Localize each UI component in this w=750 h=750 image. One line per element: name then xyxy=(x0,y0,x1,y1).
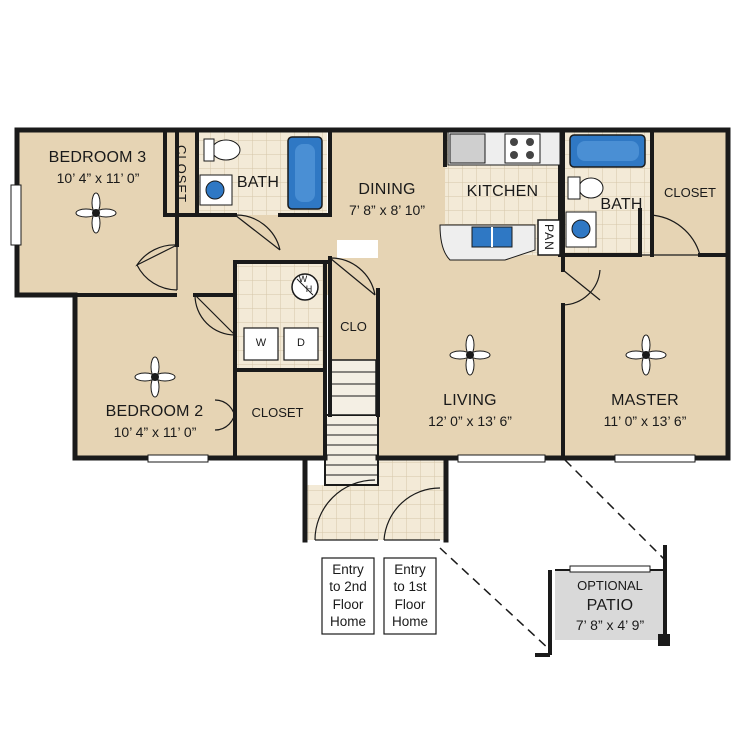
washer-icon xyxy=(243,327,279,361)
dryer-icon xyxy=(283,327,319,361)
bath1-fixtures xyxy=(199,136,323,210)
patio-dash-line-upper xyxy=(564,459,666,561)
entry-2nd-box xyxy=(321,557,375,635)
closet-bedroom2-floor xyxy=(235,370,325,457)
entry-1st-box xyxy=(383,557,437,635)
stove-icon xyxy=(504,133,541,164)
stair-landing-floor xyxy=(378,457,446,540)
entry2-floor xyxy=(305,485,378,540)
windows xyxy=(10,184,696,463)
toilet-icon-master xyxy=(578,177,604,199)
optional-patio xyxy=(535,545,670,657)
fridge-icon xyxy=(449,133,486,164)
doors xyxy=(135,214,701,541)
ceiling-fans xyxy=(75,192,667,398)
vanity-icon-master xyxy=(565,211,597,248)
patio-dash-line-lower xyxy=(439,547,551,651)
dining-floor xyxy=(330,130,445,240)
laundry xyxy=(243,273,319,361)
closet-bedroom3-floor xyxy=(165,130,195,215)
toilet-icon xyxy=(211,139,241,161)
bath2-fixtures xyxy=(565,134,646,248)
staircase xyxy=(324,359,379,486)
closet-master-floor xyxy=(652,130,728,255)
pantry-box xyxy=(537,219,561,256)
kitchen-counter xyxy=(439,131,561,261)
